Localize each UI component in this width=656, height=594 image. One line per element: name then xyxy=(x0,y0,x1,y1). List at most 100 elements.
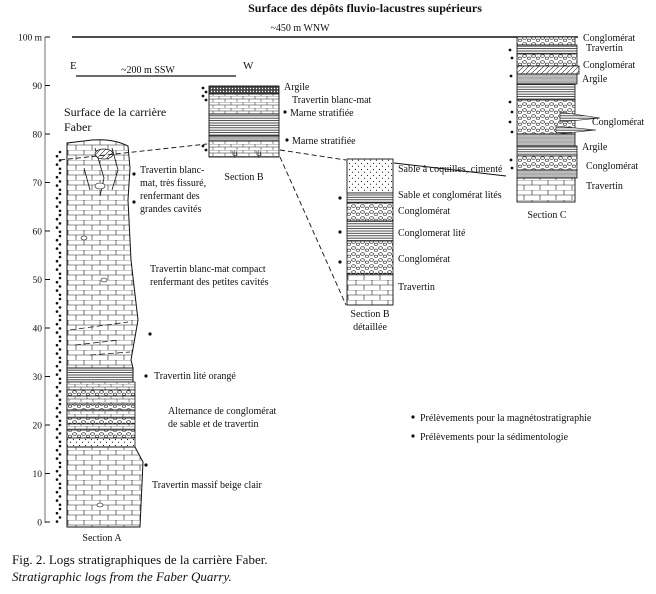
section-c-unit-8: Travertin xyxy=(586,181,623,192)
section-c-column xyxy=(516,36,601,203)
axis-tick-label: 70 xyxy=(33,179,43,189)
sample-dot xyxy=(58,213,62,217)
sample-dot xyxy=(55,331,59,334)
section-c-unit-2: Travertin xyxy=(586,43,623,54)
sample-dot xyxy=(55,385,59,389)
top-surface-title: Surface des dépôts fluvio-lacustres supé… xyxy=(248,1,482,15)
sample-dot xyxy=(55,490,59,494)
sample-dot xyxy=(58,201,62,204)
section-c-unit-7: Conglomérat xyxy=(586,161,638,172)
sample-dot xyxy=(58,276,62,280)
caption-english: Stratigraphic logs from the Faber Quarry… xyxy=(12,569,232,584)
sample-dot xyxy=(58,440,62,444)
east-label: E xyxy=(70,60,77,72)
sample-dot xyxy=(58,192,62,196)
sample-dot xyxy=(58,314,62,318)
sample-dot xyxy=(55,373,59,376)
quarry-surface-label-1: Surface de la carrière xyxy=(64,105,166,119)
sample-dot xyxy=(58,411,62,414)
sample-dot xyxy=(58,461,62,465)
sample-dot xyxy=(55,247,59,250)
correlation-detail-c xyxy=(393,162,507,177)
axis-tick-label: 80 xyxy=(33,131,43,141)
sample-dot xyxy=(55,478,59,481)
west-label: W xyxy=(243,60,254,72)
sample-dot xyxy=(58,339,62,343)
sample-dot xyxy=(55,217,59,221)
section-a-unit1-line4: grandes cavités xyxy=(140,204,201,215)
sample-dot xyxy=(55,238,59,242)
bdetail-label-1: Section B xyxy=(350,309,389,320)
section-a-unit4-line1: Alternance de conglomérat xyxy=(168,406,277,417)
bdetail-unit-3: Conglomérat xyxy=(398,206,450,217)
section-b-column: ψ ψ xyxy=(208,85,280,158)
bdetail-unit-1: Sable à coquilles, cimenté xyxy=(398,164,503,175)
sample-dot xyxy=(58,188,62,192)
svg-text:ψ: ψ xyxy=(256,148,262,158)
bdetail-unit-4: Conglomerat lité xyxy=(398,228,466,239)
correlation-a-b xyxy=(59,143,208,161)
sample-dot xyxy=(55,226,59,229)
distance-ssw: ~200 m SSW xyxy=(121,65,175,76)
axis-tick-label: 100 m xyxy=(18,34,43,44)
sample-dot xyxy=(55,436,59,439)
section-a-unit3-line1: Travertin lité orangé xyxy=(154,371,236,382)
axis-tick-label: 20 xyxy=(33,422,43,432)
sample-dot xyxy=(58,381,62,385)
sample-dot xyxy=(58,285,62,288)
sample-dot xyxy=(58,516,62,519)
section-a-unit2-line2: renfermant des petites cavités xyxy=(150,277,269,288)
sample-dot xyxy=(55,343,59,347)
sample-dot xyxy=(55,322,59,326)
sample-dot xyxy=(55,154,59,158)
sample-dot xyxy=(58,222,62,225)
section-a-sedimento-points xyxy=(132,172,152,467)
bdetail-unit-6: Travertin xyxy=(398,282,435,293)
axis-tick-label: 30 xyxy=(33,373,43,383)
section-c-unit-6: Argile xyxy=(582,142,608,153)
sample-dot xyxy=(55,205,59,208)
axis-tick-label: 10 xyxy=(33,470,43,480)
sample-dot xyxy=(58,495,62,498)
axis-tick-label: 60 xyxy=(33,228,43,238)
section-c-unit-5: Conglomérat xyxy=(592,117,644,128)
sample-dot xyxy=(55,259,59,263)
section-a-sample-points xyxy=(55,150,62,523)
sample-dot xyxy=(58,369,62,372)
section-a-unit5-line1: Travertin massif beige clair xyxy=(152,480,263,491)
sample-dot xyxy=(58,255,62,259)
svg-text:ψ: ψ xyxy=(232,148,238,158)
sample-dot xyxy=(58,377,62,381)
sample-dot xyxy=(58,453,62,456)
section-c-label: Section C xyxy=(527,210,566,221)
sample-dot xyxy=(55,196,59,200)
sample-dot xyxy=(55,520,59,523)
section-b-unit-marne2: Marne stratifiée xyxy=(292,136,356,147)
axis-tick-label: 90 xyxy=(33,82,43,92)
section-b-label: Section B xyxy=(224,172,263,183)
sample-dot xyxy=(58,465,62,469)
sample-dot xyxy=(58,209,62,213)
sample-dot xyxy=(58,423,62,427)
sample-dot xyxy=(58,230,62,234)
sample-dot xyxy=(55,163,59,166)
section-c-unit-4: Argile xyxy=(582,74,608,85)
section-b-detail-column xyxy=(346,158,394,306)
sample-dot xyxy=(55,301,59,305)
axis-tick-label: 50 xyxy=(33,276,43,286)
section-b-unit-travertin: Travertin blanc-mat xyxy=(292,95,372,106)
sample-dot xyxy=(58,234,62,238)
sample-dot xyxy=(55,406,59,410)
sample-dot xyxy=(58,398,62,402)
sample-dot xyxy=(55,364,59,368)
sample-dot xyxy=(58,419,62,423)
section-b-sample-points xyxy=(201,86,289,152)
sample-dot xyxy=(58,272,62,276)
sample-dot xyxy=(58,251,62,255)
sample-dot xyxy=(58,444,62,448)
section-a-unit1-line3: renfermant des xyxy=(140,191,200,202)
sample-dot xyxy=(58,482,62,486)
legend-sedimento-dot xyxy=(411,434,415,438)
bdetail-label-2: détaillée xyxy=(353,322,387,333)
